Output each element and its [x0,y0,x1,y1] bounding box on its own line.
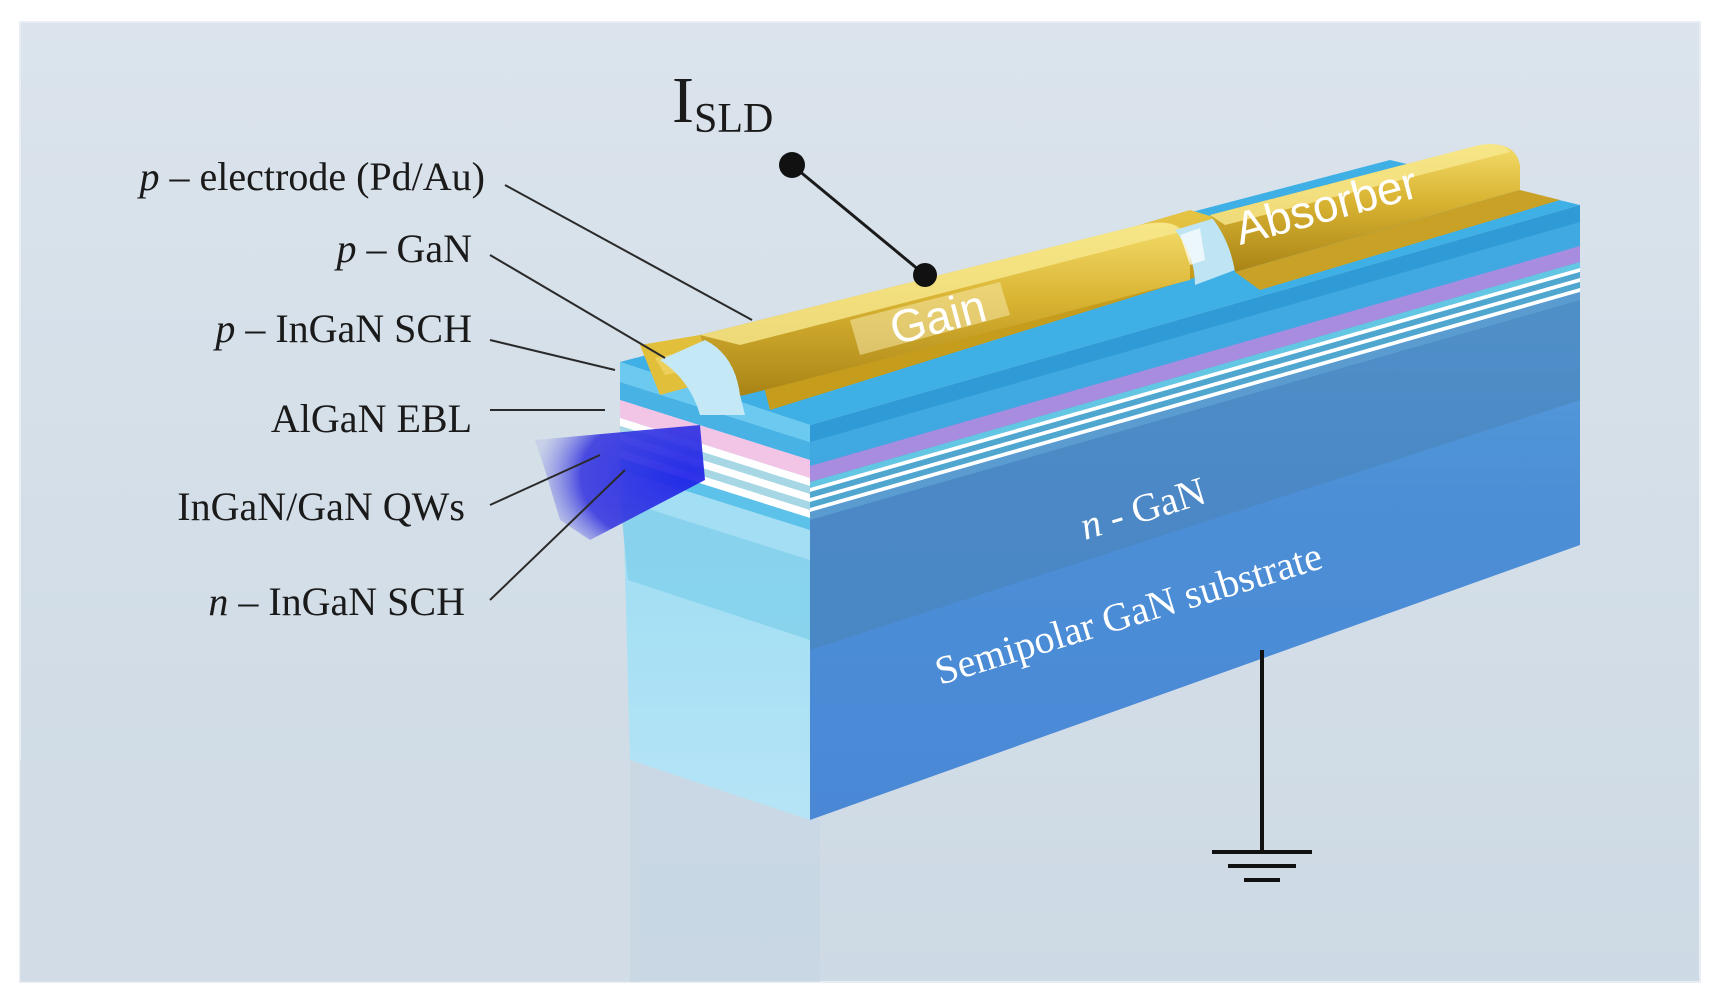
contact-wire [791,163,926,277]
current-label: ISLD [672,64,773,142]
ebl-side [810,246,1580,482]
label-p-gan: p – GaN [333,226,472,271]
p-gan-side [810,222,1580,466]
label-n-ingan-sch: n – InGaN SCH [208,579,465,624]
p-electrode [640,144,1560,410]
label-p-ingan-sch: p – InGaN SCH [212,306,472,351]
label-algan-ebl: AlGaN EBL [271,396,472,441]
label-p-electrode: p – electrode (Pd/Au) [137,154,485,199]
ground-symbol-icon [1212,650,1312,882]
label-qws: InGaN/GaN QWs [177,484,465,529]
emission-beam-icon [535,425,705,540]
qw-front [620,400,810,478]
contact-dot-icon [913,263,937,287]
device-block [620,160,1580,820]
absorber-ridge [1210,144,1520,272]
p-gan-front [620,382,810,460]
contact-dot-icon [779,152,805,178]
ridge-facet [660,340,745,415]
leader-lines [489,184,753,601]
